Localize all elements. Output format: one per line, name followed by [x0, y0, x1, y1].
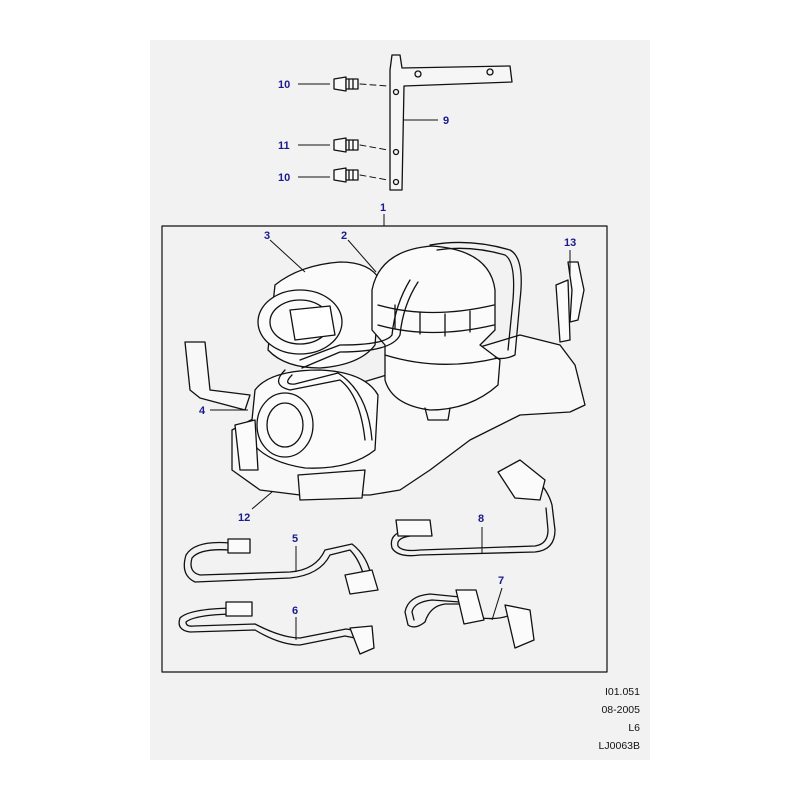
fuel-pipe-part-8: [390, 459, 556, 557]
fuel-pipe-part-7: [404, 589, 535, 649]
bolt-alignment-lines: [359, 83, 389, 181]
bolt-part-10-top: [333, 76, 359, 92]
bolt-part-10-bottom: [333, 167, 359, 183]
base-side-tab: [184, 341, 251, 411]
reference-date: 08-2005: [601, 704, 640, 716]
callout-6: 6: [292, 605, 298, 617]
fuel-pipe-part-5: [183, 538, 379, 595]
fuel-filter-housing-part-3: [257, 261, 381, 369]
callout-10-top: 10: [278, 79, 290, 91]
sedimenter-bowl-part-2: [371, 245, 501, 421]
callout-10-bottom: 10: [278, 172, 290, 184]
callout-leader-lines: [210, 83, 571, 640]
bracket-part-9: [389, 54, 513, 191]
callout-13: 13: [564, 237, 576, 249]
filter-element-part-4: [234, 369, 379, 471]
callout-12: 12: [238, 512, 250, 524]
callout-5: 5: [292, 533, 298, 545]
callout-11: 11: [278, 140, 290, 152]
fuel-pipe-part-6: [178, 601, 375, 655]
callout-8: 8: [478, 513, 484, 525]
callout-1: 1: [380, 202, 386, 214]
clip-part-13: [555, 261, 585, 343]
callout-9: 9: [443, 115, 449, 127]
callout-labels: 10 11 10 9 1 2 3 4 13 12 5 6 7 8: [199, 79, 576, 617]
reference-code: I01.051: [604, 686, 640, 698]
reference-model: L6: [628, 722, 640, 734]
bolt-part-11: [333, 137, 359, 153]
reference-drawing-id: LJ0063B: [598, 740, 640, 752]
callout-4: 4: [199, 405, 206, 417]
callout-7: 7: [498, 575, 504, 587]
callout-3: 3: [264, 230, 270, 242]
assembly-fuel-pipes: [278, 241, 522, 441]
callout-2: 2: [341, 230, 347, 242]
